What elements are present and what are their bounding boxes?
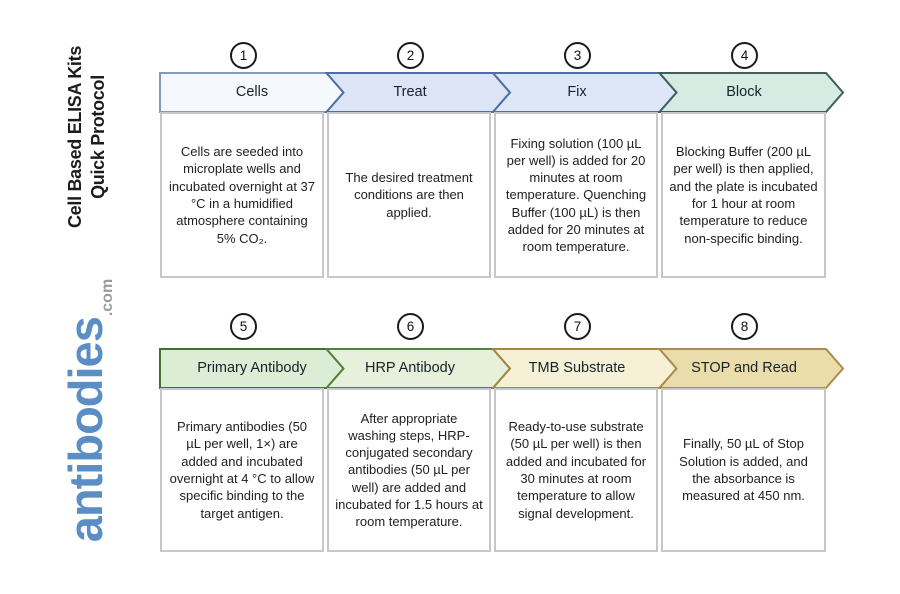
step-7-number: 7 bbox=[573, 319, 582, 334]
step-7-number-badge: 7 bbox=[564, 313, 591, 340]
step-2-description-box: The desired treatment conditions are the… bbox=[327, 112, 491, 278]
step-6-label: HRP Antibody bbox=[364, 360, 455, 376]
step-6-description-box: After appropriate washing steps, HRP-con… bbox=[327, 388, 491, 552]
step-3-number-badge: 3 bbox=[564, 42, 591, 69]
logo-text: antibodies bbox=[59, 317, 112, 543]
step-1-label: Cells bbox=[235, 84, 269, 100]
protocol-title-line1: Cell Based ELISA Kits bbox=[65, 45, 85, 229]
step-3-description: Fixing solution (100 µL per well) is add… bbox=[505, 135, 647, 255]
step-5-description-box: Primary antibodies (50 µL per well, 1×) … bbox=[160, 388, 324, 552]
step-8-description-box: Finally, 50 µL of Stop Solution is added… bbox=[661, 388, 826, 552]
step-2-description: The desired treatment conditions are the… bbox=[345, 170, 473, 220]
chevron-stop-and-read bbox=[657, 348, 845, 389]
process-row-2 bbox=[159, 348, 845, 389]
step-4-description: Blocking Buffer (200 µL per well) is the… bbox=[669, 144, 818, 246]
step-7-description: Ready-to-use substrate (50 µL per well) … bbox=[505, 419, 647, 521]
step-6-number: 6 bbox=[406, 319, 415, 334]
step-4-number: 4 bbox=[740, 48, 749, 63]
process-row-1 bbox=[159, 72, 845, 113]
step-3-number: 3 bbox=[573, 48, 582, 63]
step-5-number-badge: 5 bbox=[230, 313, 257, 340]
step-7-label: TMB Substrate bbox=[528, 360, 626, 376]
step-5-number: 5 bbox=[239, 319, 248, 334]
step-4-number-badge: 4 bbox=[731, 42, 758, 69]
step-4-label: Block bbox=[726, 84, 762, 100]
step-6-number-badge: 6 bbox=[397, 313, 424, 340]
step-1-description: Cells are seeded into microplate wells a… bbox=[169, 144, 315, 246]
step-6-description: After appropriate washing steps, HRP-con… bbox=[335, 410, 483, 530]
chevron-block bbox=[657, 72, 845, 113]
protocol-title-line2: Quick Protocol bbox=[88, 75, 108, 199]
step-3-label: Fix bbox=[567, 84, 587, 100]
step-1-number-badge: 1 bbox=[230, 42, 257, 69]
step-4-description-box: Blocking Buffer (200 µL per well) is the… bbox=[661, 112, 826, 278]
step-8-number: 8 bbox=[740, 319, 749, 334]
step-8-number-badge: 8 bbox=[731, 313, 758, 340]
step-3-description-box: Fixing solution (100 µL per well) is add… bbox=[494, 112, 658, 278]
logo-suffix: .com bbox=[99, 278, 116, 317]
protocol-title: Cell Based ELISA Kits Quick Protocol bbox=[64, 27, 114, 247]
step-2-number: 2 bbox=[406, 48, 415, 63]
step-5-description: Primary antibodies (50 µL per well, 1×) … bbox=[169, 419, 315, 521]
step-2-label: Treat bbox=[393, 84, 427, 100]
step-8-label: STOP and Read bbox=[691, 360, 797, 376]
step-7-description-box: Ready-to-use substrate (50 µL per well) … bbox=[494, 388, 658, 552]
step-5-label: Primary Antibody bbox=[197, 360, 307, 376]
antibodies-logo: antibodies.com bbox=[56, 251, 118, 571]
step-1-description-box: Cells are seeded into microplate wells a… bbox=[160, 112, 324, 278]
step-1-number: 1 bbox=[239, 48, 248, 63]
step-8-description: Finally, 50 µL of Stop Solution is added… bbox=[679, 436, 808, 504]
step-2-number-badge: 2 bbox=[397, 42, 424, 69]
